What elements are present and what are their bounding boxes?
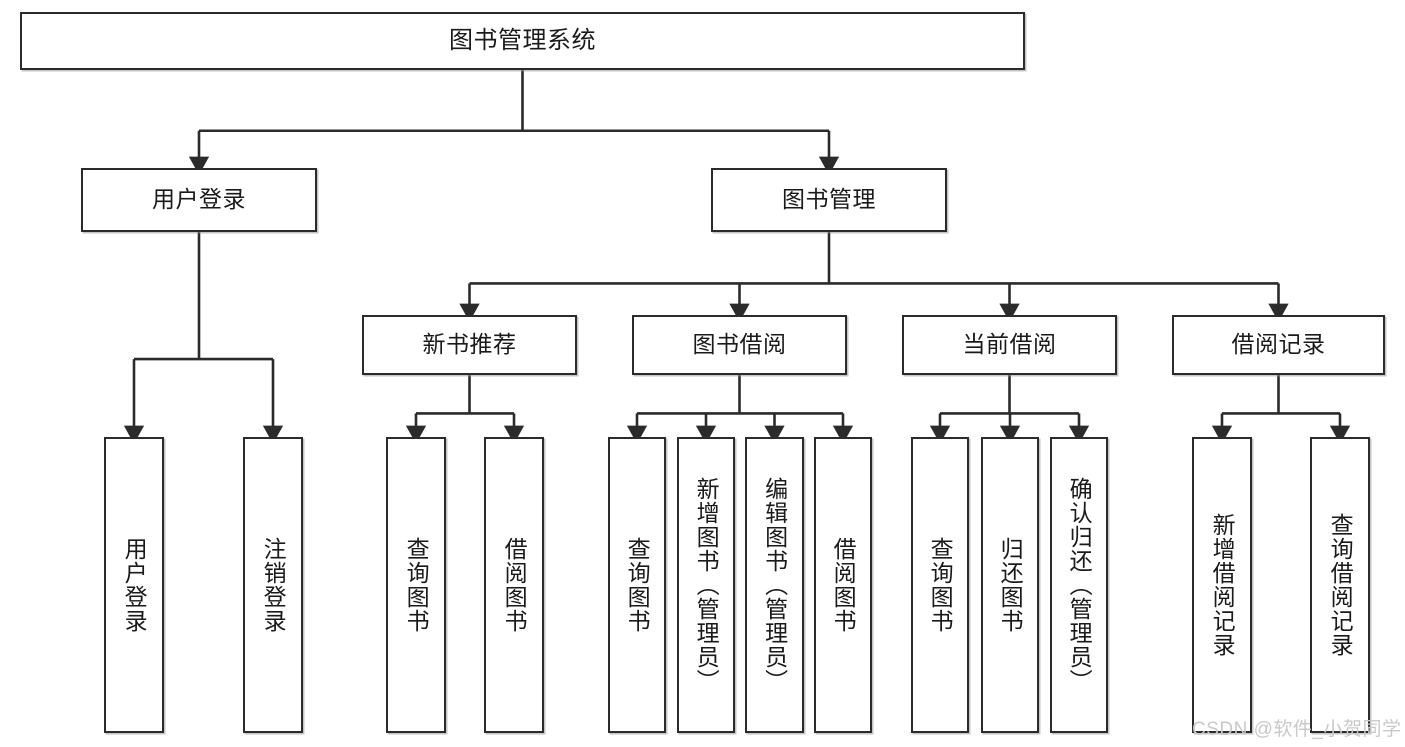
node-new-book-rec[interactable]: 新书推荐	[362, 315, 577, 375]
node-leaf-user-logout[interactable]: 注销登录	[243, 437, 303, 733]
node-leaf-add-record[interactable]: 新增借阅记录	[1192, 437, 1252, 733]
node-label-leaf-add-book: 新增图书（管理员）	[693, 477, 720, 693]
node-leaf-query-record[interactable]: 查询借阅记录	[1310, 437, 1370, 733]
node-label-leaf-query-record: 查询借阅记录	[1327, 513, 1354, 657]
node-root[interactable]: 图书管理系统	[20, 12, 1025, 70]
edge-trunk-root	[199, 70, 829, 133]
node-leaf-borrow-book-2[interactable]: 借阅图书	[814, 437, 872, 733]
node-leaf-query-book-3[interactable]: 查询图书	[911, 437, 969, 733]
edge-trunk-borrow-record	[1222, 375, 1340, 415]
node-leaf-query-book-1[interactable]: 查询图书	[386, 437, 446, 733]
node-label-leaf-confirm-return: 确认归还（管理员）	[1066, 477, 1093, 693]
edge-trunk-new-book-rec	[416, 375, 514, 415]
node-label-leaf-user-login: 用户登录	[121, 537, 148, 633]
node-user-login[interactable]: 用户登录	[81, 168, 317, 232]
node-current-borrow[interactable]: 当前借阅	[902, 315, 1117, 375]
node-label-leaf-query-book-3: 查询图书	[927, 537, 954, 633]
watermark-label: CSDN @软件_小贺同学	[1192, 719, 1402, 740]
node-leaf-user-login[interactable]: 用户登录	[104, 437, 164, 733]
node-label-leaf-add-record: 新增借阅记录	[1209, 513, 1236, 657]
node-leaf-return-book[interactable]: 归还图书	[981, 437, 1039, 733]
node-label-leaf-user-logout: 注销登录	[260, 537, 287, 633]
edge-trunk-current-borrow	[940, 375, 1079, 415]
node-label-current-borrow: 当前借阅	[962, 331, 1057, 358]
node-leaf-confirm-return[interactable]: 确认归还（管理员）	[1050, 437, 1108, 733]
edge-trunk-book-manage	[469, 232, 1279, 285]
node-label-leaf-return-book: 归还图书	[997, 537, 1024, 633]
node-leaf-add-book[interactable]: 新增图书（管理员）	[677, 437, 735, 733]
node-label-user-login: 用户登录	[152, 186, 246, 213]
node-label-leaf-query-book-2: 查询图书	[624, 537, 651, 633]
node-label-book-manage: 图书管理	[782, 186, 876, 213]
node-book-borrow[interactable]: 图书借阅	[632, 315, 847, 375]
node-label-leaf-borrow-book-1: 借阅图书	[501, 537, 528, 633]
node-label-leaf-edit-book: 编辑图书（管理员）	[761, 477, 788, 693]
node-label-leaf-borrow-book-2: 借阅图书	[830, 537, 857, 633]
node-label-book-borrow: 图书借阅	[692, 331, 787, 358]
node-book-manage[interactable]: 图书管理	[711, 168, 947, 232]
node-label-leaf-query-book-1: 查询图书	[403, 537, 430, 633]
node-label-borrow-record: 借阅记录	[1231, 331, 1326, 358]
node-label-new-book-rec: 新书推荐	[422, 331, 517, 358]
node-leaf-borrow-book-1[interactable]: 借阅图书	[484, 437, 544, 733]
node-leaf-query-book-2[interactable]: 查询图书	[608, 437, 666, 733]
node-borrow-record[interactable]: 借阅记录	[1172, 315, 1385, 375]
edge-trunk-user-login	[134, 232, 273, 361]
node-label-root: 图书管理系统	[449, 26, 596, 54]
edge-trunk-book-borrow	[637, 375, 843, 415]
node-leaf-edit-book[interactable]: 编辑图书（管理员）	[745, 437, 804, 733]
